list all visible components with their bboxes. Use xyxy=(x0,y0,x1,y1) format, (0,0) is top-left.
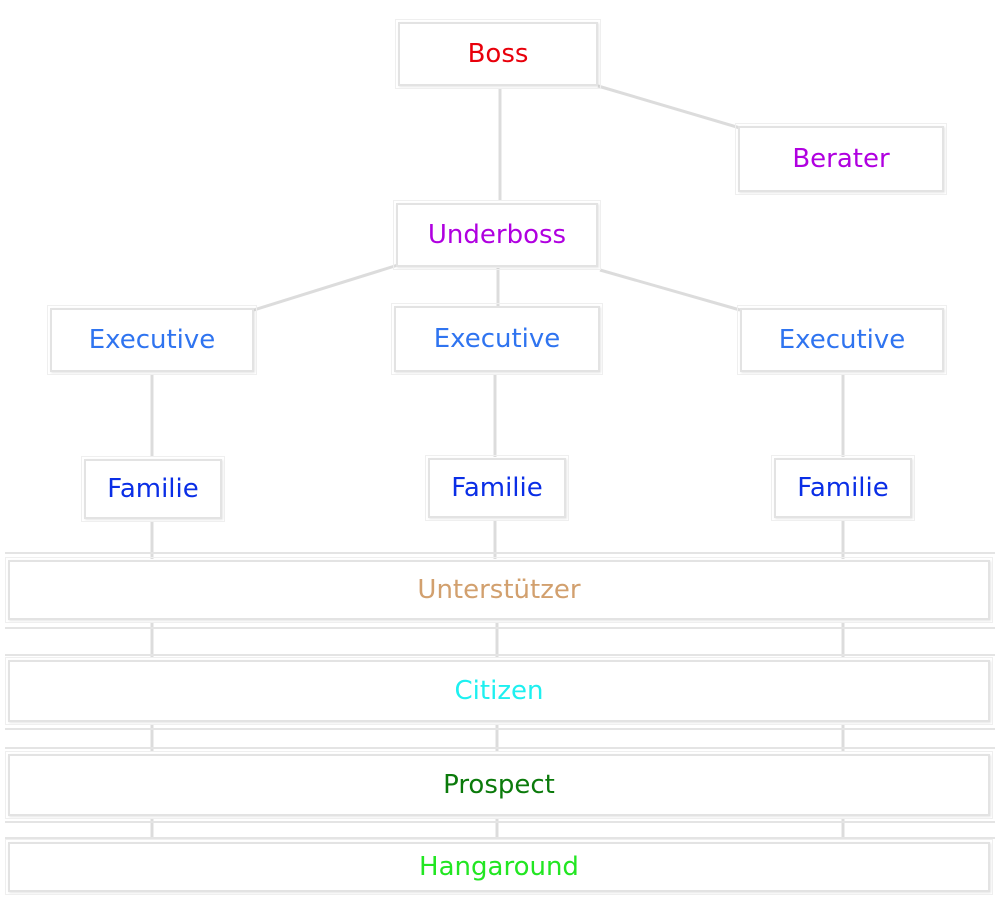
connector-underboss-exec-left xyxy=(253,263,399,312)
underboss-label: Underboss xyxy=(427,220,567,250)
executive-node-right: Executive xyxy=(737,305,947,375)
executive-node-left: Executive xyxy=(47,305,257,375)
familie-label: Familie xyxy=(107,474,199,504)
berater-label: Berater xyxy=(792,144,890,174)
executive-node-middle: Executive xyxy=(391,303,603,375)
familie-node-middle: Familie xyxy=(425,455,569,521)
band-citizen: Citizen xyxy=(5,657,993,725)
familie-node-left: Familie xyxy=(81,456,225,522)
band-label: Unterstützer xyxy=(417,575,581,605)
band-unterstuetzer: Unterstützer xyxy=(5,557,993,623)
band-hangaround: Hangaround xyxy=(5,839,993,895)
executive-label: Executive xyxy=(88,325,216,355)
familie-label: Familie xyxy=(451,473,543,503)
band-label: Citizen xyxy=(454,676,544,706)
connector-underboss-exec-right xyxy=(599,268,741,312)
familie-node-right: Familie xyxy=(771,455,915,521)
executive-label: Executive xyxy=(778,325,906,355)
underboss-node: Underboss xyxy=(393,200,601,270)
band-label: Hangaround xyxy=(419,852,579,882)
band-prospect: Prospect xyxy=(5,751,993,819)
berater-node: Berater xyxy=(735,123,947,195)
executive-label: Executive xyxy=(433,324,561,354)
familie-label: Familie xyxy=(797,473,889,503)
boss-node: Boss xyxy=(395,19,601,89)
band-label: Prospect xyxy=(443,770,555,800)
connector-boss-berater xyxy=(597,84,741,130)
boss-label: Boss xyxy=(467,39,529,69)
